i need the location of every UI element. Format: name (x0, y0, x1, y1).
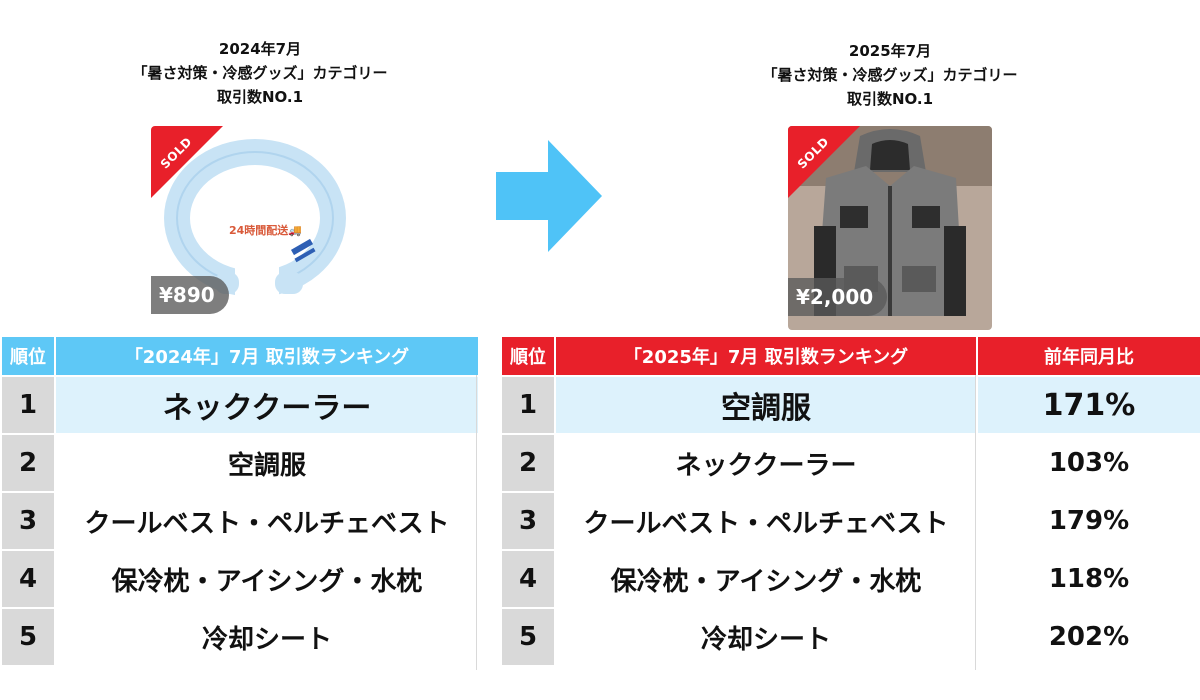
fan-vest-illustration (788, 126, 992, 330)
category-name: 保冷枕・アイシング・水枕 (554, 549, 978, 609)
category-name: クールベスト・ペルチェベスト (54, 491, 480, 551)
neck-cooler-product-image[interactable]: SOLD 24時間配送🚚 ¥890 (151, 126, 358, 326)
table-divider (975, 375, 976, 670)
table-row: 3 クールベスト・ペルチェベスト (0, 491, 480, 551)
category-column-header: 「2024年」7月 取引数ランキング (54, 335, 480, 377)
ranking-table-2025: 順位 「2025年」7月 取引数ランキング 前年同月比 1 空調服 171% 2… (500, 335, 1200, 667)
category-name: 保冷枕・アイシング・水枕 (54, 549, 480, 609)
rank-number: 2 (0, 433, 56, 493)
table-row: 5 冷却シート 202% (500, 607, 1200, 667)
category-name: 空調服 (54, 433, 480, 493)
table-row: 5 冷却シート (0, 607, 480, 667)
fan-vest-product-image[interactable]: SOLD ¥2,000 (788, 126, 992, 330)
caption-2024-date: 2024年7月 (218, 40, 302, 58)
price-tag: ¥890 (151, 276, 229, 314)
price-tag: ¥2,000 (788, 278, 888, 316)
category-name: クールベスト・ペルチェベスト (554, 491, 978, 551)
caption-2025-rank: 取引数NO.1 (846, 90, 934, 108)
yoy-value: 118% (976, 549, 1200, 609)
sold-ribbon (788, 126, 860, 198)
caption-2024-category: 「暑さ対策・冷感グッズ」カテゴリー (132, 64, 388, 82)
category-name: 空調服 (554, 375, 978, 435)
category-name: 冷却シート (554, 607, 978, 667)
table-divider (476, 375, 477, 670)
category-name: ネッククーラー (54, 375, 480, 435)
caption-2025-category: 「暑さ対策・冷感グッズ」カテゴリー (762, 66, 1018, 84)
rank-column-header: 順位 (500, 335, 556, 377)
table-row: 1 ネッククーラー (0, 375, 480, 435)
sold-ribbon (151, 126, 223, 198)
table-row: 2 ネッククーラー 103% (500, 433, 1200, 493)
category-name: 冷却シート (54, 607, 480, 667)
table-row: 4 保冷枕・アイシング・水枕 (0, 549, 480, 609)
table-row: 3 クールベスト・ペルチェベスト 179% (500, 491, 1200, 551)
ranking-table-2024: 順位 「2024年」7月 取引数ランキング 1 ネッククーラー 2 空調服 3 … (0, 335, 480, 667)
table-row: 4 保冷枕・アイシング・水枕 118% (500, 549, 1200, 609)
category-name: ネッククーラー (554, 433, 978, 493)
yoy-value: 202% (976, 607, 1200, 667)
rank-number: 3 (500, 491, 556, 551)
right-arrow-icon (496, 140, 602, 252)
table-header-row: 順位 「2025年」7月 取引数ランキング 前年同月比 (500, 335, 1200, 377)
yoy-value: 179% (976, 491, 1200, 551)
rank-number: 5 (0, 607, 56, 667)
caption-2024: 2024年7月 「暑さ対策・冷感グッズ」カテゴリー 取引数NO.1 (85, 37, 435, 109)
caption-2024-rank: 取引数NO.1 (216, 88, 304, 106)
yoy-value: 103% (976, 433, 1200, 493)
yoy-value: 171% (976, 375, 1200, 435)
yoy-column-header: 前年同月比 (976, 335, 1200, 377)
rank-number: 3 (0, 491, 56, 551)
rank-number: 5 (500, 607, 556, 667)
rank-number: 2 (500, 433, 556, 493)
caption-2025-date: 2025年7月 (848, 42, 932, 60)
table-header-row: 順位 「2024年」7月 取引数ランキング (0, 335, 480, 377)
table-row: 1 空調服 171% (500, 375, 1200, 435)
delivery-badge: 24時間配送🚚 (229, 224, 303, 237)
rank-number: 1 (500, 375, 556, 435)
rank-column-header: 順位 (0, 335, 56, 377)
category-column-header: 「2025年」7月 取引数ランキング (554, 335, 978, 377)
rank-number: 4 (0, 549, 56, 609)
rank-number: 4 (500, 549, 556, 609)
table-row: 2 空調服 (0, 433, 480, 493)
caption-2025: 2025年7月 「暑さ対策・冷感グッズ」カテゴリー 取引数NO.1 (715, 39, 1065, 111)
rank-number: 1 (0, 375, 56, 435)
